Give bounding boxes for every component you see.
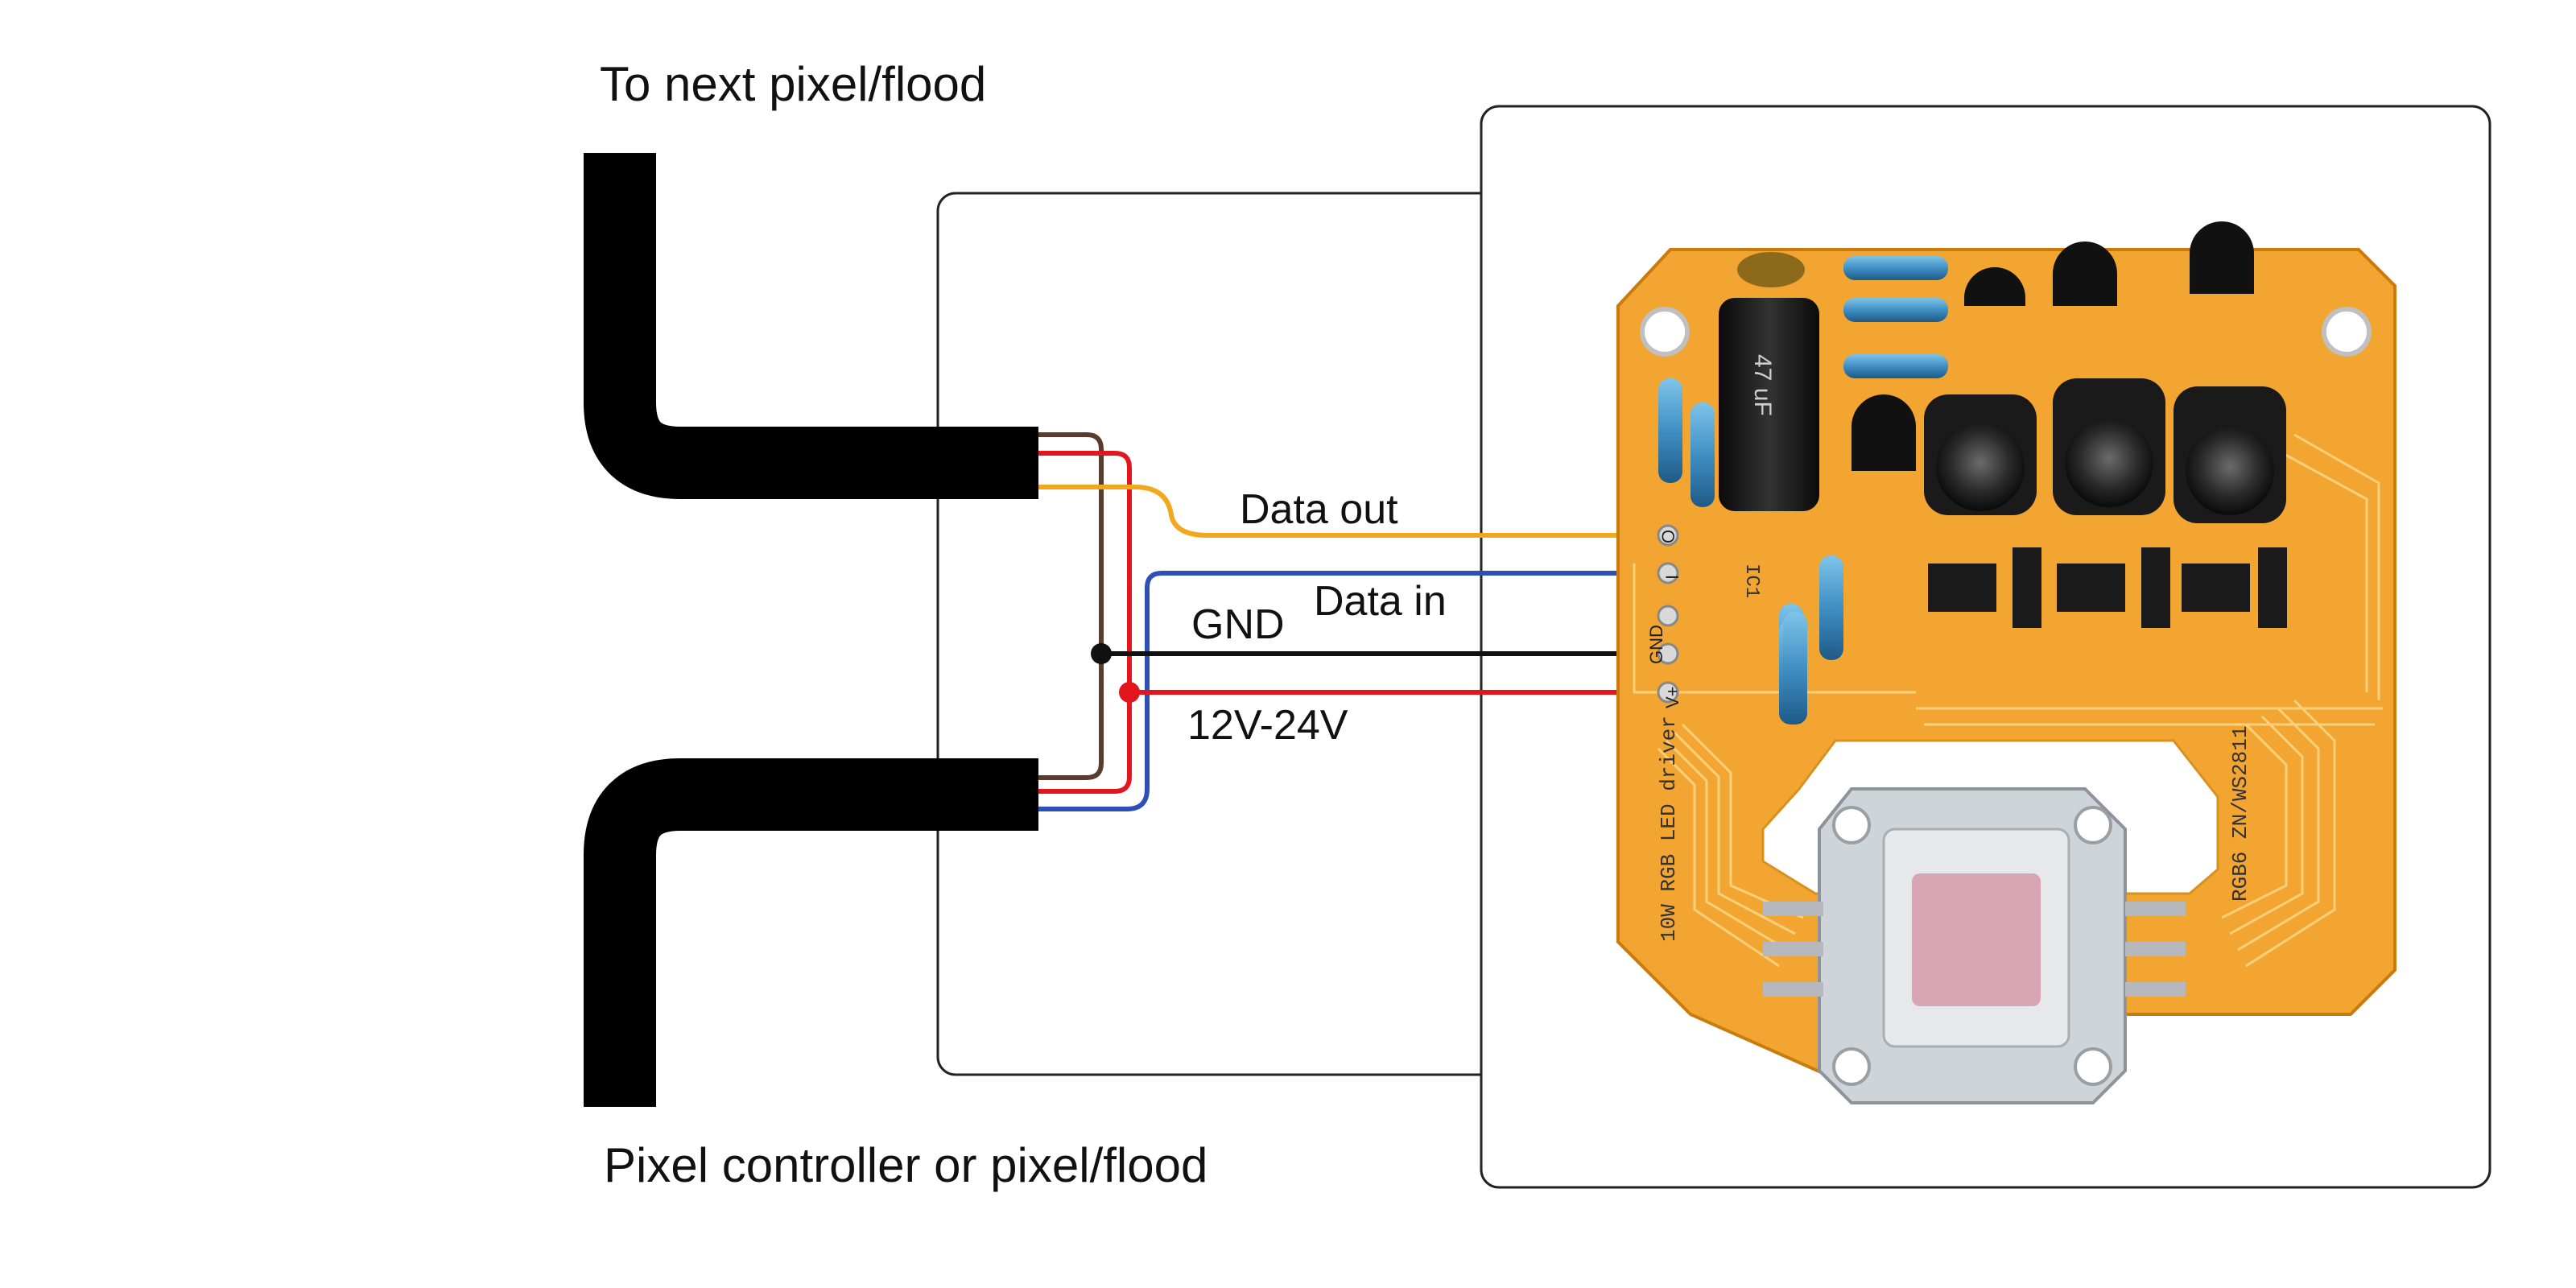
transistor-3: [2190, 221, 2254, 294]
rgb-led-module: [1763, 787, 2186, 1104]
bottom-cable: [584, 758, 1038, 1107]
pad-gnd: [1657, 642, 1679, 665]
transistor-4: [1852, 394, 1916, 471]
mount-hole-right: [2322, 307, 2372, 357]
pad-data-in: [1657, 562, 1679, 584]
ics: [1928, 547, 2287, 628]
data-out-label: Data out: [1240, 486, 1398, 533]
power-label: 12V-24V: [1187, 702, 1348, 749]
ic-label: IC1: [1740, 564, 1762, 598]
pad-label-o: O: [1658, 530, 1678, 543]
mount-hole-left: [1640, 307, 1690, 357]
led-driver-pcb: 47 uF: [1616, 221, 2396, 1104]
silkscreen-left: 10W RGB LED driver: [1657, 716, 1681, 942]
bottom-caption: Pixel controller or pixel/flood: [604, 1138, 1208, 1192]
power-junction: [1119, 682, 1140, 703]
pad-label-i: I: [1662, 575, 1682, 580]
cap-marking: 47 uF: [1749, 354, 1776, 416]
top-caption: To next pixel/flood: [600, 57, 986, 111]
pad-label-gnd: GND: [1646, 625, 1666, 664]
top-cable: [584, 153, 1038, 499]
pad-label-vplus: V+: [1662, 686, 1682, 708]
wire-bundle: [1038, 432, 1658, 811]
transistor-1: [1964, 267, 2025, 306]
data-in-label: Data in: [1314, 578, 1447, 625]
cap-top: [1737, 252, 1805, 287]
silkscreen-right: RGB6 ZN/WS2811: [2228, 726, 2252, 902]
pad-spare: [1657, 605, 1679, 627]
pad-power: [1657, 681, 1679, 704]
connector-pads: [1657, 524, 1679, 704]
resistors: [1658, 256, 1948, 724]
transistor-2: [2053, 242, 2117, 306]
electrolytic-capacitor: [1719, 298, 1819, 511]
gnd-label: GND: [1191, 601, 1285, 648]
pad-data-out: [1657, 524, 1679, 547]
inductors: [1924, 378, 2286, 523]
gnd-junction: [1091, 643, 1112, 664]
